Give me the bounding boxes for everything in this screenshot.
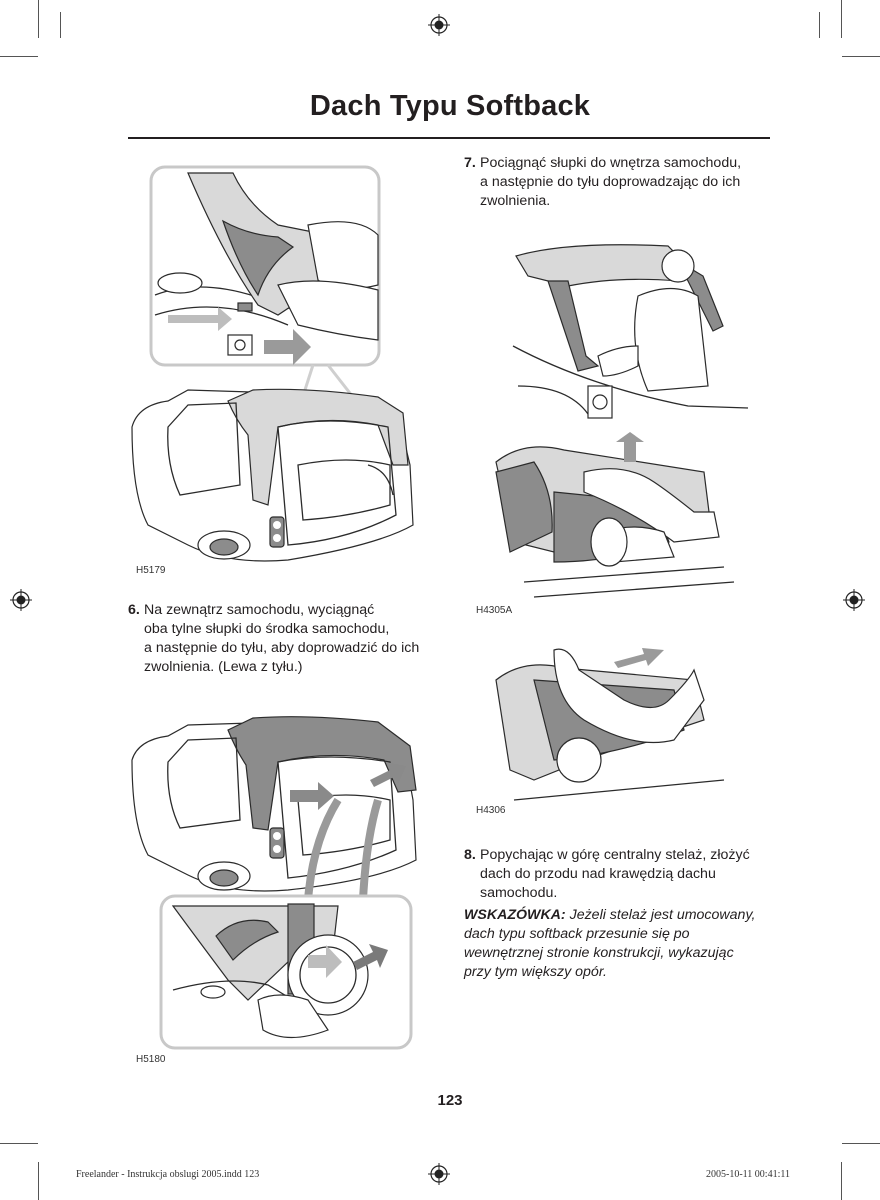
step-7-line: a następnie do tyłu doprowadzając do ich: [480, 174, 741, 190]
crop-mark: [60, 12, 61, 38]
step-8-number: 8.: [464, 847, 476, 863]
step-8: 8. Popychając w górę centralny stelaż, z…: [464, 846, 784, 903]
note: WSKAZÓWKA: Jeżeli stelaż jest umocowany,…: [464, 906, 784, 982]
step-6: 6. Na zewnątrz samochodu, wyciągnąć oba …: [128, 601, 438, 677]
step-8-line: dach do przodu nad krawędzią dachu: [480, 866, 716, 882]
registration-mark-icon: [428, 14, 450, 36]
step-8-line: Popychając w górę centralny stelaż, złoż…: [480, 847, 750, 863]
figure-h5179-illustration: [131, 165, 414, 562]
note-line: wewnętrznej stronie konstrukcji, wykazuj…: [464, 945, 734, 961]
step-6-line: zwolnienia. (Lewa z tyłu.): [144, 659, 303, 675]
page-number: 123: [437, 1092, 463, 1109]
crop-mark: [842, 56, 880, 57]
footer-file-info: Freelander - Instrukcja obslugi 2005.ind…: [76, 1169, 260, 1180]
step-6-text: Na zewnątrz samochodu, wyciągnąć oba tyl…: [128, 601, 438, 677]
step-8-line: samochodu.: [480, 885, 558, 901]
figure-h5180-illustration: [131, 716, 417, 1050]
step-7-line: zwolnienia.: [480, 193, 551, 209]
crop-mark: [841, 1162, 842, 1200]
step-6-line: oba tylne słupki do środka samochodu,: [144, 621, 390, 637]
figure-pillars-illustration: [512, 244, 749, 419]
step-7: 7. Pociągnąć słupki do wnętrza samochodu…: [464, 154, 784, 211]
crop-mark: [0, 1143, 38, 1144]
figure-code-h4306: H4306: [476, 805, 506, 816]
step-8-text: Popychając w górę centralny stelaż, złoż…: [464, 846, 784, 903]
crop-mark: [38, 0, 39, 38]
registration-mark-icon: [10, 589, 32, 611]
crop-mark: [819, 12, 820, 38]
crop-mark: [0, 56, 38, 57]
registration-mark-icon: [843, 589, 865, 611]
crop-mark: [841, 0, 842, 38]
figure-code-h5179: H5179: [136, 565, 166, 576]
title-rule: [128, 137, 770, 139]
crop-mark: [842, 1143, 880, 1144]
step-6-line: Na zewnątrz samochodu, wyciągnąć: [144, 602, 375, 618]
note-label: WSKAZÓWKA:: [464, 907, 566, 923]
note-line: przy tym większy opór.: [464, 964, 607, 980]
page-title: Dach Typu Softback: [309, 90, 591, 122]
registration-mark-icon: [428, 1163, 450, 1185]
figure-code-h4305a: H4305A: [476, 605, 513, 616]
step-6-number: 6.: [128, 602, 140, 618]
step-7-text: Pociągnąć słupki do wnętrza samochodu, a…: [464, 154, 784, 211]
step-7-line: Pociągnąć słupki do wnętrza samochodu,: [480, 155, 742, 171]
crop-mark: [38, 1162, 39, 1200]
figure-h4305a-illustration: [495, 432, 735, 598]
note-line: dach typu softback przesunie się po: [464, 926, 690, 942]
step-6-line: a następnie do tyłu, aby doprowadzić do …: [144, 640, 420, 656]
note-line: Jeżeli stelaż jest umocowany,: [565, 907, 756, 923]
figure-code-h5180: H5180: [136, 1054, 166, 1065]
step-7-number: 7.: [464, 155, 476, 171]
footer-timestamp: 2005-10-11 00:41:11: [706, 1169, 790, 1180]
figure-h4306-illustration: [495, 648, 725, 801]
